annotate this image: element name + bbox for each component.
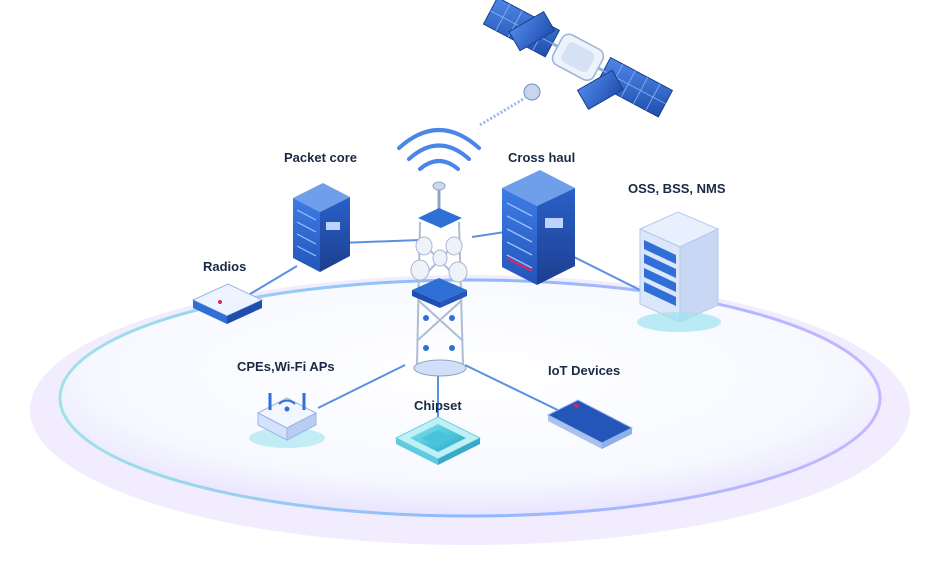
tower-icon (410, 181, 468, 377)
label-cpes-wifi-aps: CPEs,Wi-Fi APs (237, 359, 335, 374)
label-cross-haul: Cross haul (508, 150, 576, 165)
radio-device-icon (191, 283, 264, 324)
oss-bss-nms-storage-icon (637, 211, 721, 332)
label-radios: Radios (203, 259, 247, 274)
packet-core-server-icon (293, 183, 350, 272)
label-packet-core: Packet core (284, 150, 357, 165)
label-iot-devices: IoT Devices (548, 363, 621, 378)
router-icon (249, 393, 325, 448)
platform-ellipse (30, 275, 910, 545)
label-chipset: Chipset (414, 398, 462, 413)
cross-haul-server-icon (502, 170, 575, 285)
phone-icon (546, 399, 634, 449)
satellite-icon (482, 0, 674, 118)
chipset-icon (394, 416, 482, 465)
wifi-signal-icon (397, 128, 481, 171)
label-oss-bss-nms: OSS, BSS, NMS (628, 181, 726, 196)
